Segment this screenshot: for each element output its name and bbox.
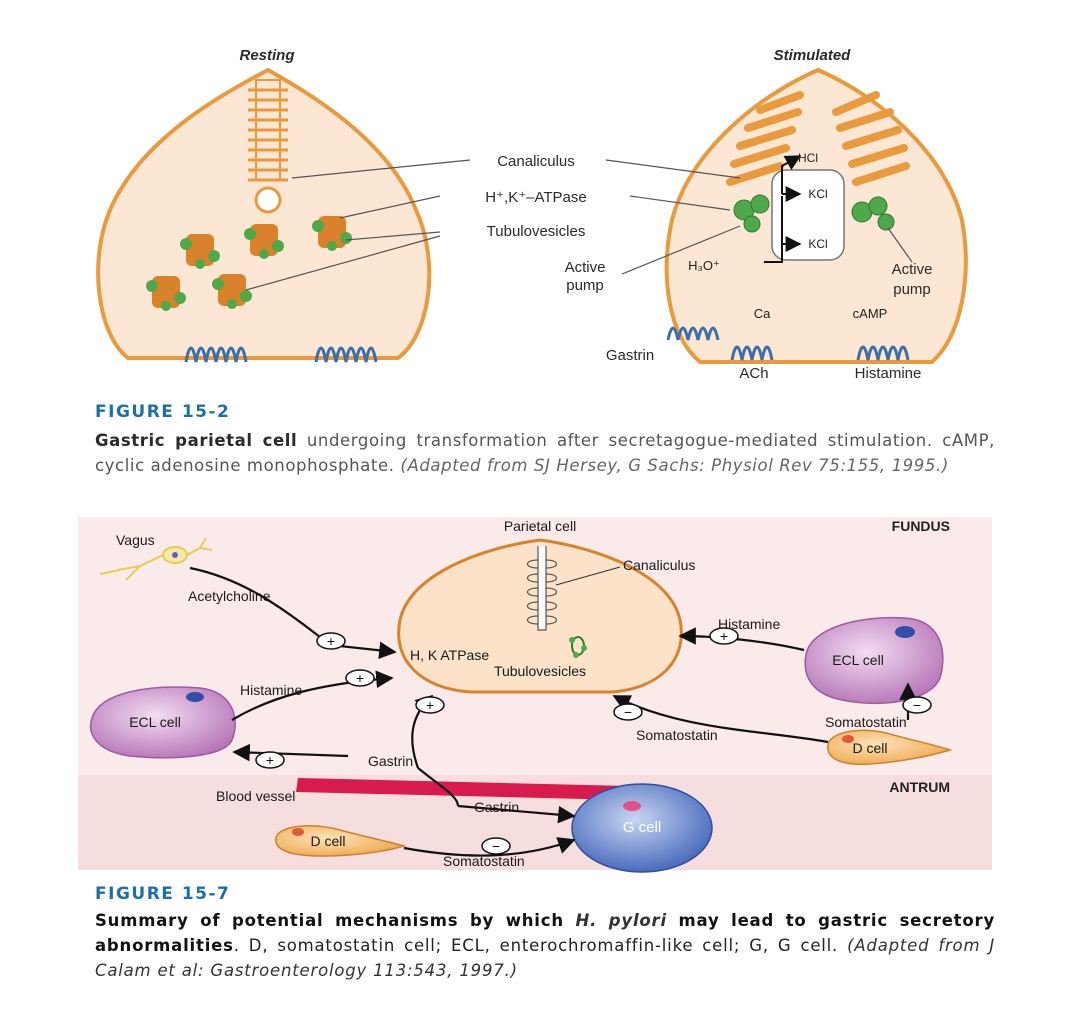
minus-sign-somatostatin-bottom: − — [492, 838, 500, 854]
figure-15-2-caption-citation: (Adapted from SJ Hersey, G Sachs: Physio… — [400, 456, 949, 475]
tubulovesicles-label-2: Tubulovesicles — [494, 663, 586, 679]
g-cell-label: G cell — [623, 819, 661, 836]
g-cell-nucleus-icon — [623, 801, 641, 811]
ecl-left-nucleus-icon — [186, 692, 204, 702]
resting-receptors — [184, 346, 378, 363]
ecl-cell-right — [804, 616, 944, 705]
figure-15-7-caption-citation: (Adapted from J Calam et al: Gastroenter… — [95, 936, 995, 980]
kcl-label-1: KCl — [808, 187, 827, 201]
somatostatin-mid-label: Somatostatin — [636, 727, 718, 743]
gastrin-mid-label: Gastrin — [368, 753, 413, 769]
minus-sign-somatostatin-mid: − — [624, 704, 632, 720]
d-cell-bottom — [275, 825, 407, 857]
plus-sign-gastrin: + — [426, 697, 434, 713]
camp-label: cAMP — [853, 306, 888, 321]
g-cell — [571, 783, 713, 873]
d-cell-right — [827, 729, 953, 766]
vagus-nucleus-icon — [172, 552, 178, 558]
ach-receptor-label: ACh — [739, 365, 768, 382]
ecl-right-nucleus-icon — [895, 626, 915, 638]
canaliculus-label-2: Canaliculus — [623, 557, 695, 573]
signal-markers — [255, 627, 932, 855]
somatostatin-bottom-label: Somatostatin — [443, 853, 525, 869]
figure-15-2-illustration: Resting Stimulated Canaliculus H⁺,K⁺–ATP… — [96, 47, 968, 382]
active-pump-left-line2: pump — [566, 277, 604, 294]
figure-15-2-caption: FIGURE 15-2 Gastric parietal cell underg… — [95, 402, 995, 478]
gastrin-receptor-label: Gastrin — [606, 347, 654, 364]
ecl-cell-left-label: ECL cell — [129, 714, 181, 730]
active-pump-right-line1: Active — [892, 261, 933, 278]
resting-tubulovesicles — [146, 216, 352, 311]
leader-lines — [245, 159, 913, 291]
ecl-cell-right-label: ECL cell — [832, 652, 884, 668]
figure-15-2-number: FIGURE 15-2 — [95, 402, 231, 422]
stimulated-title: Stimulated — [774, 47, 852, 64]
figure-15-2-caption-bold: Gastric parietal cell — [95, 431, 298, 450]
figure-15-7-number: FIGURE 15-7 — [95, 884, 231, 904]
minus-sign-somatostatin-right: − — [913, 697, 921, 713]
acetylcholine-label: Acetylcholine — [188, 588, 271, 604]
blood-vessel — [296, 778, 628, 800]
histamine-receptor-label: Histamine — [855, 365, 922, 382]
histamine-right-label: Histamine — [718, 616, 780, 632]
canaliculus-label: Canaliculus — [497, 153, 575, 170]
histamine-left-label: Histamine — [240, 682, 302, 698]
ecl-cell-left — [89, 686, 236, 759]
hk-atpase-label: H, K ATPase — [410, 647, 489, 663]
figure-15-2-caption-text: Gastric parietal cell undergoing transfo… — [95, 428, 995, 478]
active-pump-right-line2: pump — [893, 281, 931, 298]
atpase-label: H⁺,K⁺–ATPase — [485, 189, 586, 206]
d-cell-right-label: D cell — [852, 740, 887, 756]
resting-title: Resting — [239, 47, 294, 64]
figure-15-7-caption-body: . D, somatostatin cell; ECL, enterochrom… — [233, 936, 848, 955]
figure-15-7-caption-bold-italic: H. pylori — [575, 911, 667, 930]
figure-15-7-caption-bold-2: may lead to gastric secretory abnormalit… — [95, 911, 995, 955]
gastrin-bottom-label: Gastrin — [474, 799, 519, 815]
active-pump-left-line1: Active — [565, 259, 606, 276]
plus-sign-acetylcholine: + — [327, 633, 335, 649]
figure-15-2-caption-body: undergoing transformation after secretag… — [95, 431, 995, 475]
resting-cell — [96, 67, 432, 360]
parietal-cell-title: Parietal cell — [504, 518, 576, 534]
vagus-label: Vagus — [116, 532, 155, 548]
h3o-label: H₃O⁺ — [688, 258, 720, 273]
hcl-label: HCl — [798, 151, 818, 165]
stimulated-receptors — [666, 326, 910, 361]
figure-15-7-caption-text: Summary of potential mechanisms by which… — [95, 908, 995, 983]
plus-sign-histamine-left: + — [356, 670, 364, 686]
somatostatin-right-label: Somatostatin — [825, 714, 907, 730]
d-cell-bottom-label: D cell — [310, 833, 345, 849]
plus-sign-gastrin-ecl: + — [266, 752, 274, 768]
kcl-label-2: KCl — [808, 237, 827, 251]
tubulovesicle-icon — [569, 636, 587, 658]
plus-sign-histamine-right: + — [720, 628, 728, 644]
blood-vessel-label: Blood vessel — [216, 788, 295, 804]
antrum-label: ANTRUM — [889, 779, 950, 795]
figure-15-7-caption-bold-1: Summary of potential mechanisms by which — [95, 911, 576, 930]
fundus-label: FUNDUS — [892, 518, 950, 534]
figure-15-7-caption: FIGURE 15-7 Summary of potential mechani… — [95, 884, 995, 983]
tubulovesicles-label: Tubulovesicles — [487, 223, 586, 240]
figure-15-7-illustration: Parietal cell FUNDUS ANTRUM Canaliculus … — [78, 517, 992, 873]
ca-label: Ca — [754, 306, 771, 321]
stimulated-cell — [664, 67, 968, 364]
